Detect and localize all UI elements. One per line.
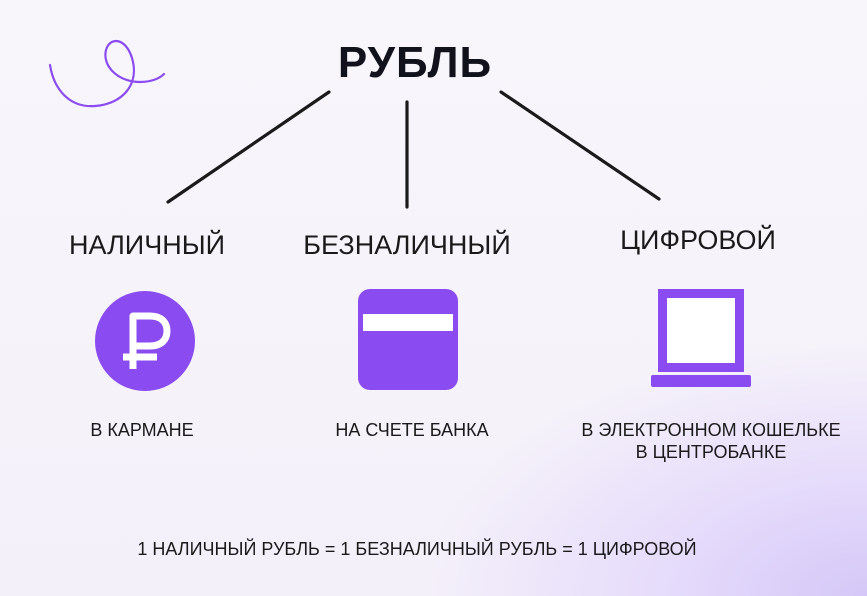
equivalence-statement: 1 НАЛИЧНЫЙ РУБЛЬ = 1 БЕЗНАЛИЧНЫЙ РУБЛЬ =… [137,539,697,559]
squiggle-decoration-icon [48,40,166,108]
branch-label-digital: ЦИФРОВОЙ [620,225,776,255]
ruble-coin-icon [95,291,195,391]
laptop-icon [651,289,751,387]
diagram-title: РУБЛЬ [337,38,493,87]
connector-line-right [499,90,661,201]
description-line: В КАРМАНЕ [90,420,194,440]
branch-description-cashless: НА СЧЕТЕ БАНКА [312,419,512,441]
description-line: НА СЧЕТЕ БАНКА [335,420,489,440]
branch-label-cash: НАЛИЧНЫЙ [68,230,226,260]
branch-description-digital: В ЭЛЕКТРОННОМ КОШЕЛЬКЕ В ЦЕНТРОБАНКЕ [561,419,861,463]
bank-card-icon [358,289,458,390]
branch-label-cashless: БЕЗНАЛИЧНЫЙ [303,230,511,260]
description-line: В ЦЕНТРОБАНКЕ [635,442,787,462]
branch-description-cash: В КАРМАНЕ [42,419,242,441]
description-line: В ЭЛЕКТРОННОМ КОШЕЛЬКЕ [581,420,841,440]
connector-line-left [166,90,331,204]
